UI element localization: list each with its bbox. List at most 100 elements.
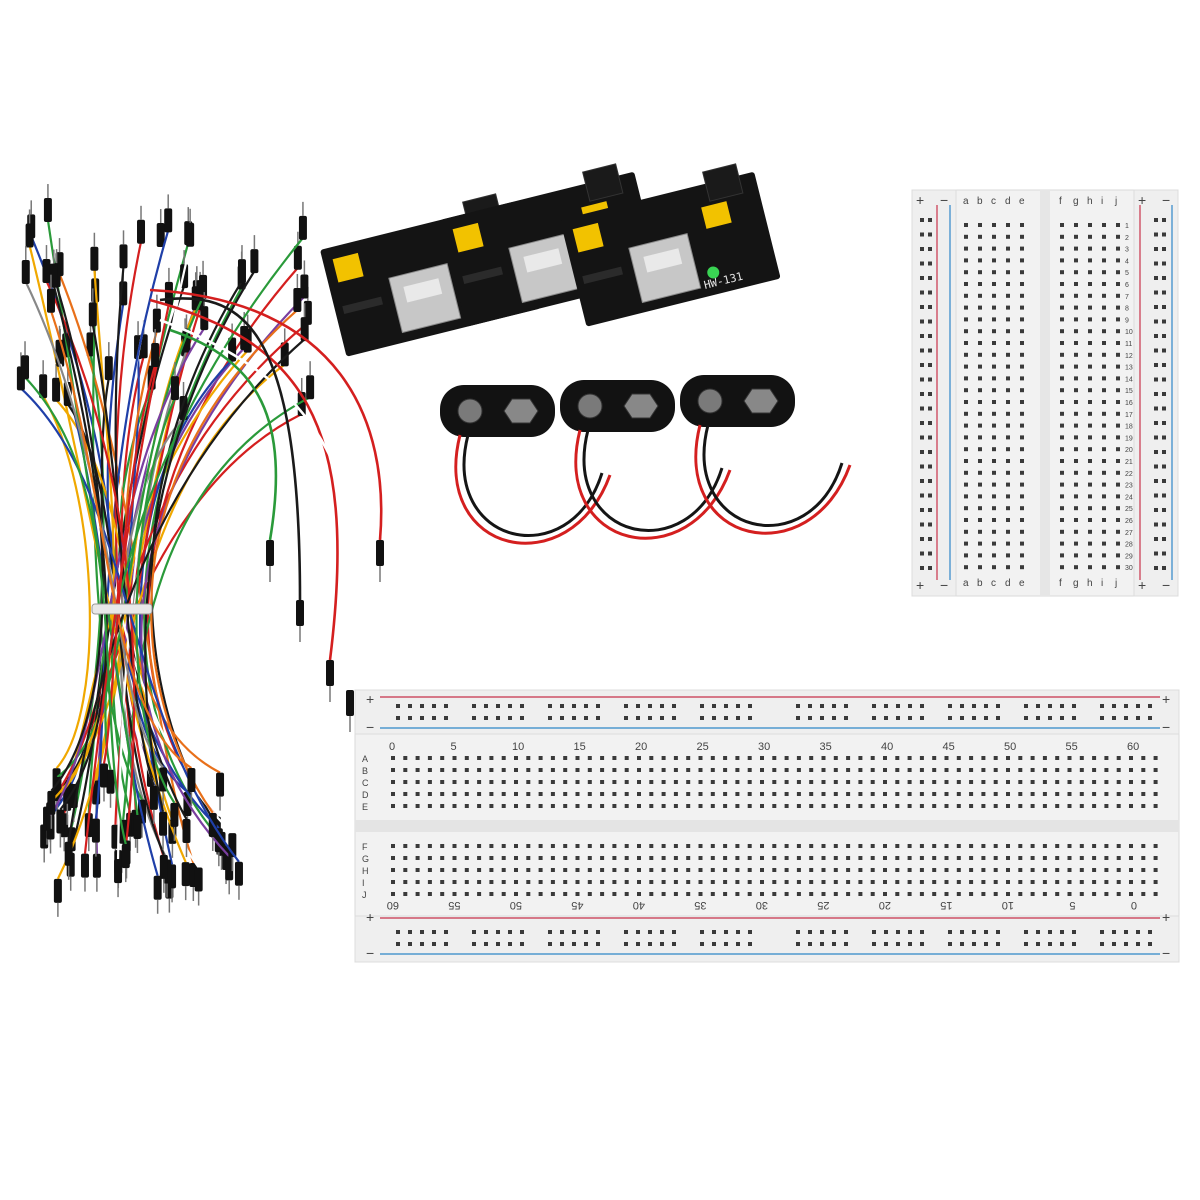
hole <box>1006 541 1010 546</box>
hole <box>735 804 740 808</box>
rail-hole <box>928 450 932 454</box>
rail-hole <box>508 930 512 934</box>
column-number: 60 <box>387 899 399 911</box>
hole <box>1074 423 1078 428</box>
rail-hole <box>636 716 640 720</box>
hole <box>710 868 715 872</box>
hole <box>1116 494 1120 499</box>
hole <box>907 804 912 808</box>
hole <box>1074 435 1078 440</box>
hole <box>501 880 506 884</box>
hole <box>563 856 568 860</box>
rail-hole <box>920 716 924 720</box>
hole <box>1020 223 1024 227</box>
column-letter: b <box>977 578 983 589</box>
hole <box>624 804 629 808</box>
hole <box>1060 541 1064 546</box>
hole <box>772 780 777 784</box>
column-letter: g <box>1073 578 1079 589</box>
row-number: 29 <box>1125 553 1133 560</box>
hole <box>415 780 420 784</box>
rail-hole <box>572 942 576 946</box>
hole <box>1067 880 1072 884</box>
wire-connector <box>225 856 234 881</box>
wire-connector <box>234 861 243 886</box>
hole <box>1116 364 1120 369</box>
hole <box>1006 258 1010 263</box>
hole <box>710 768 715 772</box>
hole <box>1020 376 1024 381</box>
hole <box>1006 223 1010 227</box>
hole <box>809 768 814 772</box>
half-plus-top-left: + <box>916 192 924 208</box>
hole <box>1020 565 1024 570</box>
rail-hole <box>660 942 664 946</box>
hole <box>1102 246 1106 251</box>
row-letter: F <box>362 842 368 852</box>
rail-hole <box>920 421 924 425</box>
row-number: 21 <box>1125 459 1133 466</box>
hole <box>992 435 996 440</box>
rail-hole <box>920 493 924 498</box>
hole <box>514 792 518 796</box>
hole <box>1074 400 1078 404</box>
snap-terminal <box>623 393 659 419</box>
hole <box>846 792 851 796</box>
hole <box>992 246 996 251</box>
rail-hole <box>832 704 836 708</box>
hole <box>538 856 543 860</box>
hole <box>992 352 996 357</box>
rail-hole <box>928 566 932 570</box>
wire-connector <box>164 208 173 233</box>
rail-hole <box>928 392 932 396</box>
hole <box>612 780 617 784</box>
hole <box>1020 411 1024 416</box>
hole <box>1141 892 1146 896</box>
hole <box>821 844 826 848</box>
loose-jumper-wire <box>159 318 359 691</box>
hole <box>489 756 494 760</box>
rail-hole <box>972 716 976 720</box>
hole <box>964 400 968 404</box>
hole <box>833 856 838 860</box>
wire-connector <box>25 223 34 248</box>
rail-hole <box>808 704 812 708</box>
rail-hole <box>1136 716 1140 720</box>
hole <box>796 844 801 848</box>
rail-hole <box>928 493 932 498</box>
hole <box>981 868 986 872</box>
hole <box>1055 880 1060 884</box>
wire-connector <box>293 287 302 312</box>
rail-hole <box>1162 348 1166 353</box>
hole <box>895 856 900 860</box>
hole <box>538 768 543 772</box>
rail-hole <box>1124 930 1128 934</box>
hole <box>649 892 654 896</box>
hole <box>514 892 518 896</box>
row-number: 17 <box>1125 412 1133 419</box>
hole <box>526 892 531 896</box>
rail-hole <box>1162 261 1166 266</box>
row-number: 8 <box>1125 306 1129 313</box>
hole <box>526 856 531 860</box>
rail-hole <box>420 704 424 708</box>
hole <box>661 868 666 872</box>
hole <box>809 892 814 896</box>
hole <box>637 804 641 808</box>
hole <box>760 756 764 760</box>
hole <box>1030 756 1035 760</box>
hole <box>550 768 555 772</box>
row-number: 5 <box>1125 270 1129 277</box>
rail-hole <box>884 942 888 946</box>
hole <box>1129 804 1133 808</box>
hole <box>575 780 580 784</box>
hole <box>550 892 555 896</box>
rail-hole <box>408 942 412 946</box>
hole <box>1102 305 1106 310</box>
hole <box>1092 792 1097 796</box>
hole <box>1020 270 1024 275</box>
wire-connector <box>52 377 61 402</box>
row-number: 9 <box>1125 317 1129 324</box>
wire-connector <box>153 875 162 900</box>
